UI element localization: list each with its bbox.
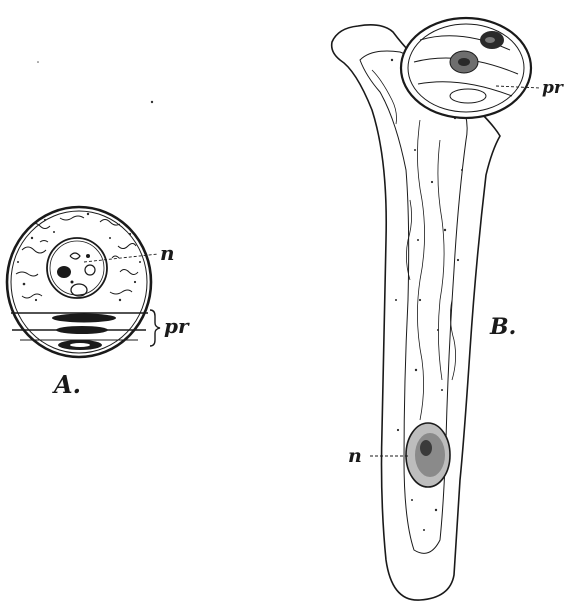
figure-b-prothallial-label: pr — [542, 78, 564, 98]
pollen-nucleus-contents — [57, 253, 95, 296]
figure-b-pollen-tube: pr n B. — [332, 18, 564, 600]
speck — [151, 101, 153, 103]
pollen-tube-prothallial-cap — [401, 18, 531, 118]
figure-b-label: B. — [489, 314, 516, 340]
figure-a-pr-brace — [150, 310, 160, 346]
figure-a-nucleus-label: n — [160, 241, 175, 265]
pollen-nucleus — [47, 238, 107, 298]
figure-a-prothallial-label: pr — [164, 314, 190, 338]
figure-b-nucleus-label: n — [348, 445, 362, 467]
pollen-tube-strands — [372, 70, 456, 420]
figure-a-pollen-grain: n pr A. — [7, 207, 190, 399]
figure-a-label: A. — [52, 370, 81, 399]
speck — [37, 61, 39, 63]
pollen-grain-wall — [7, 207, 151, 357]
